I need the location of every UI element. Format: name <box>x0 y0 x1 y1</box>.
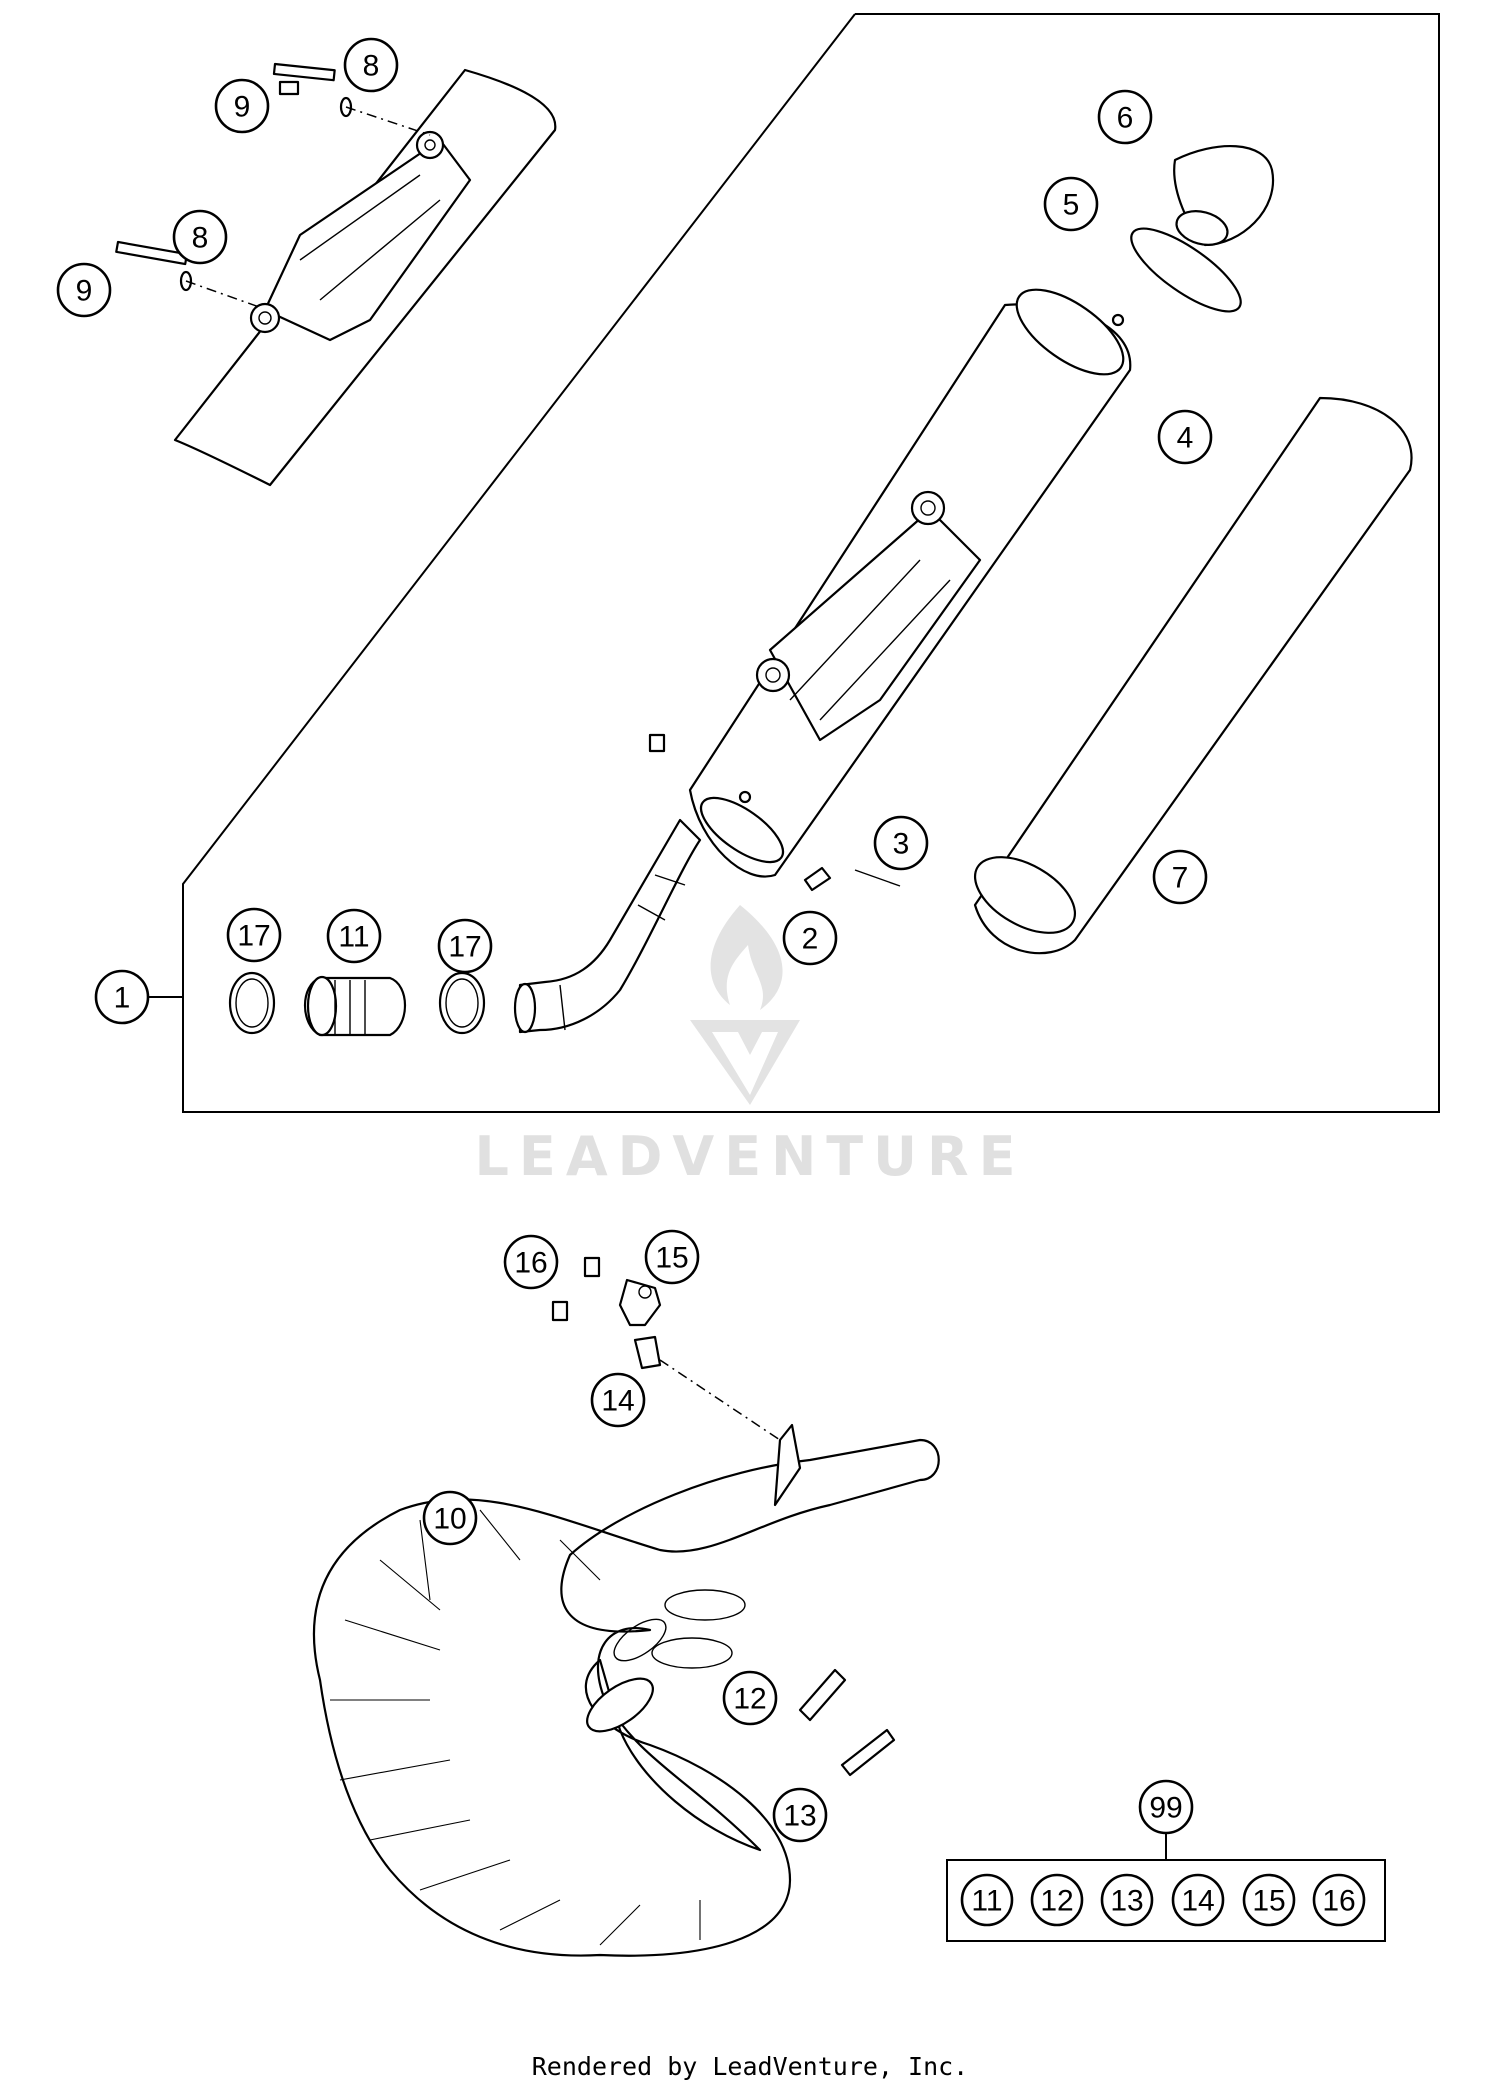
callout-15-16-label: 15 <box>655 1242 688 1275</box>
callout-3-2-label: 3 <box>893 828 910 861</box>
spring-13b <box>840 1728 896 1777</box>
gasket-12a <box>664 1589 746 1621</box>
footer-credit: Rendered by LeadVenture, Inc. <box>531 2052 969 2081</box>
callout-99-20: 99 <box>1138 1779 1194 1835</box>
screw-3 <box>854 869 901 887</box>
callout-11-12: 11 <box>326 908 382 964</box>
kit-item-14: 14 <box>1171 1873 1225 1927</box>
kit-item-15: 15 <box>1242 1873 1296 1927</box>
kit-item-11: 11 <box>960 1873 1014 1927</box>
kit-item-12-label: 12 <box>1040 1885 1073 1918</box>
callout-13-14: 13 <box>772 1787 828 1843</box>
callout-9-9: 9 <box>214 78 270 134</box>
kit-item-12: 12 <box>1030 1873 1084 1927</box>
callout-2-1: 2 <box>782 910 838 966</box>
o-ring-5 <box>1130 227 1242 313</box>
callout-11-12-label: 11 <box>338 921 369 954</box>
callout-12-13: 12 <box>722 1670 778 1726</box>
bracket-assembly <box>551 1256 781 1441</box>
callout-7-6-label: 7 <box>1172 862 1189 895</box>
callout-1: 1 <box>94 969 150 1025</box>
callout-2-1-label: 2 <box>802 923 819 956</box>
callout-99-20-label: 99 <box>1149 1792 1182 1825</box>
callout-5-4: 5 <box>1043 176 1099 232</box>
callout-8-8: 8 <box>172 209 228 265</box>
kit-item-15-label: 15 <box>1252 1885 1285 1918</box>
callout-1-label: 1 <box>114 982 131 1015</box>
callout-12-13-label: 12 <box>733 1683 766 1716</box>
callout-9-10: 9 <box>56 262 112 318</box>
washer-2 <box>803 866 832 892</box>
callout-14-15-label: 14 <box>601 1385 634 1418</box>
callout-13-14-label: 13 <box>783 1800 816 1833</box>
muffler-body <box>648 288 1132 878</box>
kit-item-13-label: 13 <box>1110 1885 1143 1918</box>
callout-3-2: 3 <box>873 815 929 871</box>
watermark-text: LEADVENTURE <box>474 1125 1026 1188</box>
callout-6-5-label: 6 <box>1117 102 1134 135</box>
callout-9-10-label: 9 <box>76 275 93 308</box>
kit-item-16-label: 16 <box>1322 1885 1355 1918</box>
callout-17-18-label: 17 <box>237 920 270 953</box>
kit-items: 11 12 13 14 15 16 <box>960 1873 1366 1927</box>
callout-8-7: 8 <box>343 37 399 93</box>
muffler-sleeve-7 <box>973 396 1413 955</box>
callout-17-19: 17 <box>437 918 493 974</box>
connecting-pipe <box>513 818 702 1034</box>
kit-box <box>946 1859 1386 1942</box>
muffler-mount-detail <box>115 62 557 487</box>
spring-13a <box>798 1668 847 1722</box>
header-pipe-10 <box>312 1423 940 1957</box>
gasket-17a <box>228 971 276 1035</box>
callout-9-9-label: 9 <box>234 91 251 124</box>
callout-17-19-label: 17 <box>448 931 481 964</box>
callout-16-17-label: 16 <box>514 1247 547 1280</box>
callout-17-18: 17 <box>226 907 282 963</box>
callout-16-17: 16 <box>503 1234 559 1290</box>
kit-item-11-label: 11 <box>971 1885 1002 1918</box>
callout-8-8-label: 8 <box>192 222 209 255</box>
callout-15-16: 15 <box>644 1229 700 1285</box>
callout-5-4-label: 5 <box>1063 189 1080 222</box>
callout-10-11-label: 10 <box>433 1503 466 1536</box>
kit-item-13: 13 <box>1100 1873 1154 1927</box>
gasket-12b <box>651 1637 733 1669</box>
kit-item-14-label: 14 <box>1181 1885 1214 1918</box>
assembly-boundary <box>182 13 1440 1113</box>
callout-14-15: 14 <box>590 1372 646 1428</box>
callout-6-5: 6 <box>1097 89 1153 145</box>
callout-4-3: 4 <box>1157 409 1213 465</box>
callout-7-6: 7 <box>1152 849 1208 905</box>
callout-10-11: 10 <box>422 1490 478 1546</box>
watermark-logo <box>690 905 800 1105</box>
callout-4-3-label: 4 <box>1177 422 1194 455</box>
callout-8-7-label: 8 <box>363 50 380 83</box>
kit-item-16: 16 <box>1312 1873 1366 1927</box>
